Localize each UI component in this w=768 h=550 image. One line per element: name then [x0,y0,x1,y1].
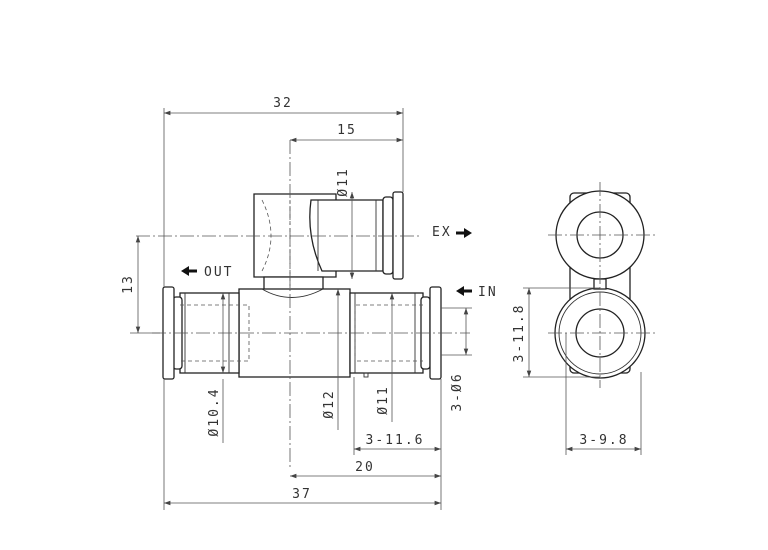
dim-branch-tube-dia: Ø11 [336,167,351,196]
outlet-arrow-icon [181,266,197,276]
front-dimensions: 32 15 Ø11 13 Ø10.4 Ø12 Ø11 3-Ø6 3-11.6 [121,96,472,510]
body-saddle-curve [261,288,324,298]
port-label-exhaust: EX [432,225,452,240]
port-label-inlet: IN [478,285,498,300]
dim-in-tube-dia: Ø11 [376,385,391,414]
dim-center-to-end: 20 [355,460,375,475]
in-tube-bottom-tab [363,372,369,378]
dim-overall-length: 37 [292,487,312,502]
dim-port-length: 3-11.6 [366,433,425,448]
exhaust-arrow-icon [456,228,472,238]
side-dimensions: 3-11.8 3-9.8 [512,287,642,455]
side-view [548,182,656,388]
dim-body-dia: Ø12 [322,389,337,418]
front-view [136,140,470,470]
port-labels: EX OUT IN [181,225,498,300]
branch-collet [382,196,394,275]
dim-branch-offset: 15 [337,123,357,138]
dim-side-width: 3-9.8 [579,433,628,448]
branch-tube-body [309,199,384,272]
dim-side-height: 3-11.8 [512,304,527,363]
branch-release-ring [392,191,404,280]
dim-out-tube-dia: Ø10.4 [207,387,222,436]
inlet-arrow-icon [456,286,472,296]
dim-overall-width-top: 32 [273,96,293,111]
dim-center-height: 13 [121,274,136,294]
port-label-outlet: OUT [204,265,233,280]
dim-port-dia: 3-Ø6 [450,372,465,411]
